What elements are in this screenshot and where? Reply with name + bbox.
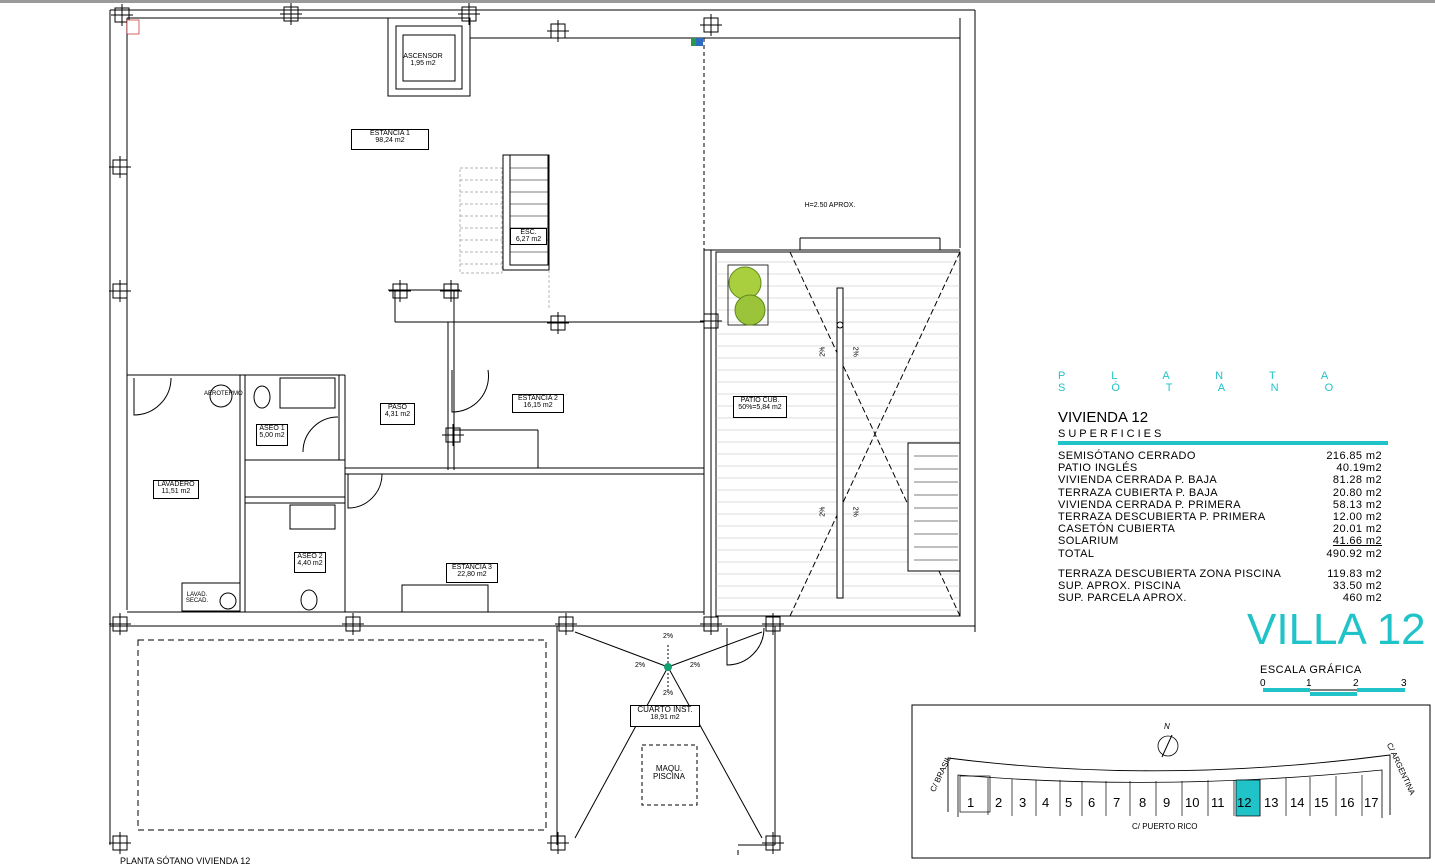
- lot-number: 1: [967, 795, 975, 810]
- scale-tick: 0: [1260, 678, 1266, 689]
- terrace-height-note: H=2.50 APROX.: [804, 202, 856, 209]
- slope-label: 2%: [663, 690, 674, 697]
- surfaces-legend: P L A N T A S Ó T A N O VIVIENDA 12 SUPE…: [1058, 370, 1388, 604]
- tree-icon: [727, 264, 769, 326]
- slope-label: 2%: [663, 633, 674, 640]
- lot-number: 16: [1340, 795, 1355, 810]
- lavadora-secadora-label: LAVAD.SECAD.: [185, 592, 209, 605]
- superficies-title: SUPERFICIES: [1058, 428, 1165, 440]
- scale-tick: 3: [1401, 678, 1407, 689]
- lot-number: 17: [1364, 795, 1379, 810]
- villa-title: VILLA 12: [1247, 605, 1426, 654]
- legend-heading: P L A N T A S Ó T A N O: [1058, 370, 1355, 394]
- slope-label: 2%: [635, 662, 646, 669]
- table-row: SUP. PARCELA APROX.460 m2: [1058, 592, 1382, 605]
- lot-number-highlighted: 12: [1237, 795, 1252, 810]
- lot-number: 3: [1019, 795, 1027, 810]
- slope-label: 2%: [851, 346, 859, 357]
- slope-label: 2%: [819, 506, 827, 517]
- slope-label: 2%: [851, 506, 859, 517]
- lot-number: 2: [995, 795, 1003, 810]
- lot-number: 9: [1163, 795, 1171, 810]
- room-patio-cubierto: PATIO CUB.50%=5,84 m2: [733, 396, 787, 418]
- room-esc: ESC.6,27 m2: [510, 228, 547, 245]
- scale-tick: 1: [1306, 678, 1312, 689]
- lot-number: 7: [1113, 795, 1121, 810]
- north-label: N: [1164, 722, 1170, 731]
- slope-label: 2%: [819, 346, 827, 357]
- maquinaria-piscina-label: MAQU.PISCINA: [652, 764, 685, 782]
- highlighted-lot: [1235, 779, 1261, 817]
- lot-number: 4: [1042, 795, 1050, 810]
- slope-label: 2%: [690, 662, 701, 669]
- vivienda-title: VIVIENDA 12: [1058, 409, 1149, 426]
- lot-number: 15: [1314, 795, 1329, 810]
- lot-number: 10: [1185, 795, 1200, 810]
- lot-number: 14: [1290, 795, 1305, 810]
- lot-number: 11: [1211, 795, 1225, 810]
- aerotermo-label: AEROTERMO: [204, 391, 243, 397]
- drawing-title: PLANTA SÓTANO VIVIENDA 12: [120, 856, 251, 866]
- lot-number: 6: [1088, 795, 1096, 810]
- lot-number: 13: [1264, 795, 1279, 810]
- street-puerto-rico: C/ PUERTO RICO: [1132, 822, 1198, 831]
- room-cuarto-inst: CUARTO INST.18,91 m2: [630, 705, 700, 727]
- scale-tick: 2: [1353, 678, 1359, 689]
- lot-number: 5: [1065, 795, 1073, 810]
- north-arrow-icon: [1157, 735, 1179, 757]
- top-border: [0, 0, 1435, 3]
- scale-title: ESCALA GRÁFICA: [1260, 664, 1362, 676]
- legend-accent-bar: [1058, 441, 1388, 445]
- lot-number: 8: [1139, 795, 1147, 810]
